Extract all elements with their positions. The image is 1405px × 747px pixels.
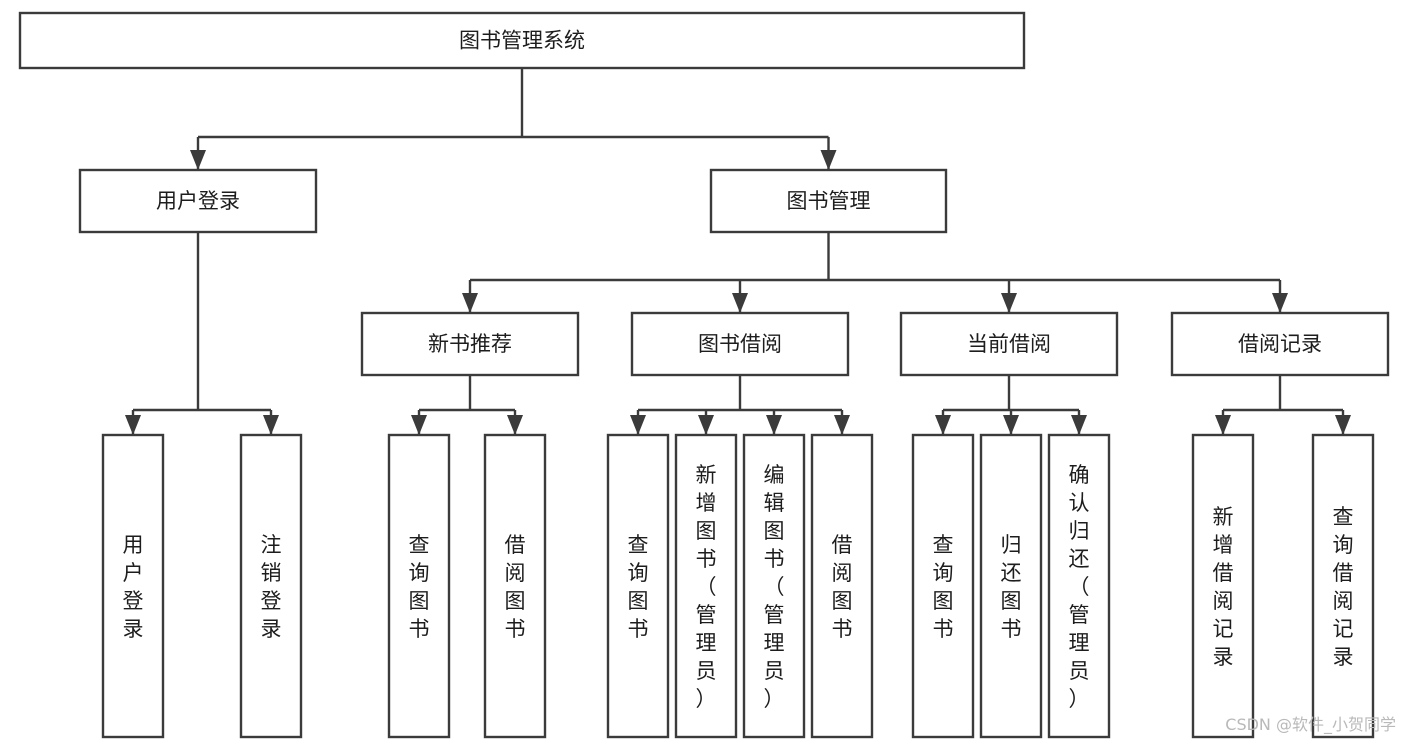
node-borrow-record[interactable]: 借阅记录: [1170, 311, 1390, 377]
node-book-borrow[interactable]: 图书借阅: [630, 311, 850, 377]
node-leaf-add-book-box[interactable]: [674, 433, 738, 739]
book-management-arrow-icon-3: [1272, 293, 1288, 313]
node-leaf-borrow-book-2-box[interactable]: [810, 433, 874, 739]
node-leaf-add-book-label: 新增图书（管理员）: [696, 463, 717, 711]
node-leaf-return-book[interactable]: 归还图书: [979, 433, 1043, 739]
book-borrow-arrow-icon-1: [698, 415, 714, 435]
node-leaf-query-record[interactable]: 查询借阅记录: [1311, 433, 1375, 739]
node-user-login-label: 用户登录: [156, 189, 240, 213]
node-leaf-edit-book-box[interactable]: [742, 433, 806, 739]
node-root-system[interactable]: 图书管理系统: [18, 11, 1026, 70]
new-book-recommend-arrow-icon-1: [507, 415, 523, 435]
node-current-borrow-box[interactable]: [899, 311, 1119, 377]
node-leaf-query-book-2-label: 查询图书: [628, 533, 649, 641]
node-layer: 图书管理系统用户登录图书管理新书推荐图书借阅当前借阅借阅记录用户登录注销登录查询…: [18, 11, 1390, 739]
node-current-borrow[interactable]: 当前借阅: [899, 311, 1119, 377]
node-new-book-recommend-box[interactable]: [360, 311, 580, 377]
node-leaf-borrow-book-1-box[interactable]: [483, 433, 547, 739]
current-borrow-arrow-icon-0: [935, 415, 951, 435]
node-leaf-confirm-return[interactable]: 确认归还（管理员）: [1047, 433, 1111, 739]
node-leaf-return-book-box[interactable]: [979, 433, 1043, 739]
node-leaf-query-book-3-label: 查询图书: [933, 533, 954, 641]
node-leaf-query-book-3-box[interactable]: [911, 433, 975, 739]
node-leaf-return-book-label: 归还图书: [1001, 533, 1022, 641]
node-leaf-user-login[interactable]: 用户登录: [101, 433, 165, 739]
borrow-record-arrow-icon-0: [1215, 415, 1231, 435]
node-leaf-borrow-book-2-label: 借阅图书: [832, 533, 853, 641]
node-leaf-borrow-book-2[interactable]: 借阅图书: [810, 433, 874, 739]
connector-layer: [125, 68, 1351, 435]
node-book-borrow-label: 图书借阅: [698, 332, 782, 356]
node-leaf-query-book-1-label: 查询图书: [409, 533, 430, 641]
node-leaf-query-book-1-box[interactable]: [387, 433, 451, 739]
node-leaf-query-book-3[interactable]: 查询图书: [911, 433, 975, 739]
current-borrow-arrow-icon-2: [1071, 415, 1087, 435]
book-borrow-arrow-icon-0: [630, 415, 646, 435]
node-leaf-query-record-box[interactable]: [1311, 433, 1375, 739]
node-leaf-logout-login-box[interactable]: [239, 433, 303, 739]
book-borrow-arrow-icon-3: [834, 415, 850, 435]
node-leaf-confirm-return-box[interactable]: [1047, 433, 1111, 739]
node-leaf-query-record-label: 查询借阅记录: [1333, 505, 1354, 669]
watermark-label: CSDN @软件_小贺同学: [1225, 715, 1396, 735]
node-user-login[interactable]: 用户登录: [78, 168, 318, 234]
book-management-arrow-icon-2: [1001, 293, 1017, 313]
node-leaf-confirm-return-label: 确认归还（管理员）: [1069, 463, 1090, 711]
node-leaf-add-record-box[interactable]: [1191, 433, 1255, 739]
book-borrow-arrow-icon-2: [766, 415, 782, 435]
node-leaf-query-book-2-box[interactable]: [606, 433, 670, 739]
node-leaf-logout-login[interactable]: 注销登录: [239, 433, 303, 739]
node-leaf-add-record[interactable]: 新增借阅记录: [1191, 433, 1255, 739]
node-leaf-user-login-label: 用户登录: [123, 533, 144, 641]
node-leaf-add-book[interactable]: 新增图书（管理员）: [674, 433, 738, 739]
node-book-management-label: 图书管理: [787, 189, 871, 213]
node-new-book-recommend[interactable]: 新书推荐: [360, 311, 580, 377]
new-book-recommend-arrow-icon-0: [411, 415, 427, 435]
root-arrow-icon-0: [190, 150, 206, 170]
node-leaf-query-book-1[interactable]: 查询图书: [387, 433, 451, 739]
node-current-borrow-label: 当前借阅: [967, 332, 1051, 356]
node-leaf-add-record-label: 新增借阅记录: [1213, 505, 1234, 669]
node-new-book-recommend-label: 新书推荐: [428, 332, 512, 356]
node-leaf-user-login-box[interactable]: [101, 433, 165, 739]
user-login-arrow-icon-0: [125, 415, 141, 435]
root-arrow-icon-1: [820, 150, 837, 170]
node-borrow-record-label: 借阅记录: [1238, 332, 1322, 356]
book-management-arrow-icon-0: [462, 293, 478, 313]
borrow-record-arrow-icon-1: [1335, 415, 1351, 435]
node-leaf-logout-login-label: 注销登录: [261, 533, 282, 641]
node-leaf-edit-book[interactable]: 编辑图书（管理员）: [742, 433, 806, 739]
book-management-arrow-icon-1: [732, 293, 748, 313]
node-book-management-box[interactable]: [709, 168, 948, 234]
node-leaf-query-book-2[interactable]: 查询图书: [606, 433, 670, 739]
user-login-arrow-icon-1: [263, 415, 279, 435]
node-book-borrow-box[interactable]: [630, 311, 850, 377]
node-root-system-box[interactable]: [18, 11, 1026, 70]
node-root-system-label: 图书管理系统: [459, 29, 585, 53]
current-borrow-arrow-icon-1: [1003, 415, 1019, 435]
node-leaf-edit-book-label: 编辑图书（管理员）: [764, 463, 785, 711]
node-user-login-box[interactable]: [78, 168, 318, 234]
node-leaf-borrow-book-1[interactable]: 借阅图书: [483, 433, 547, 739]
node-borrow-record-box[interactable]: [1170, 311, 1390, 377]
node-leaf-borrow-book-1-label: 借阅图书: [505, 533, 526, 641]
node-book-management[interactable]: 图书管理: [709, 168, 948, 234]
